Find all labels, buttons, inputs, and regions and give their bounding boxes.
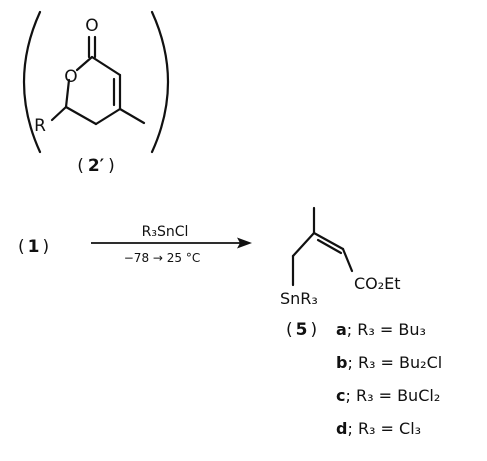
bond-c1-o-ring xyxy=(75,55,94,72)
bond-r-substituent xyxy=(50,105,68,122)
left-big-paren xyxy=(22,10,42,154)
tin-group-label: SnR₃ xyxy=(280,289,318,308)
ring-oxygen-label: O xyxy=(64,67,77,87)
reaction-arrow xyxy=(91,237,252,249)
bond-to-ch2 xyxy=(291,231,316,258)
bond-c-c-double xyxy=(312,231,345,251)
variant-d: d; R₃ = Cl₃ xyxy=(336,419,421,438)
variant-b: b; R₃ = Bu₂Cl xyxy=(336,353,442,372)
bond-c5-c4 xyxy=(94,107,122,126)
reagent-label: R₃SnCl xyxy=(142,224,189,240)
bond-c3-c1 xyxy=(90,55,122,77)
bond-c-c-double-inner xyxy=(316,238,343,255)
conditions-label: −78 → 25 °C xyxy=(124,251,200,265)
reactant-1-label: (1) xyxy=(18,237,49,257)
compound-5-label: (5) xyxy=(286,320,317,340)
product-5-structure xyxy=(291,206,354,287)
bond-c6-c5 xyxy=(64,105,98,126)
carbonyl-oxygen-label: O xyxy=(85,16,98,36)
compound-2-prime xyxy=(22,10,170,154)
variant-a: a; R₃ = Bu₃ xyxy=(336,320,426,339)
ester-label: CO₂Et xyxy=(354,274,401,293)
bond-to-ester xyxy=(341,247,354,273)
right-big-paren xyxy=(150,10,170,154)
substituent-r-label: R xyxy=(34,116,46,136)
bond-o-ring-c6 xyxy=(64,78,71,109)
bond-methyl xyxy=(118,107,146,125)
variant-list: a; R₃ = Bu₃ b; R₃ = Bu₂Cl c; R₃ = BuCl₂ … xyxy=(336,320,442,438)
variant-c: c; R₃ = BuCl₂ xyxy=(336,386,440,405)
compound-2-prime-label: (2′) xyxy=(77,156,115,176)
